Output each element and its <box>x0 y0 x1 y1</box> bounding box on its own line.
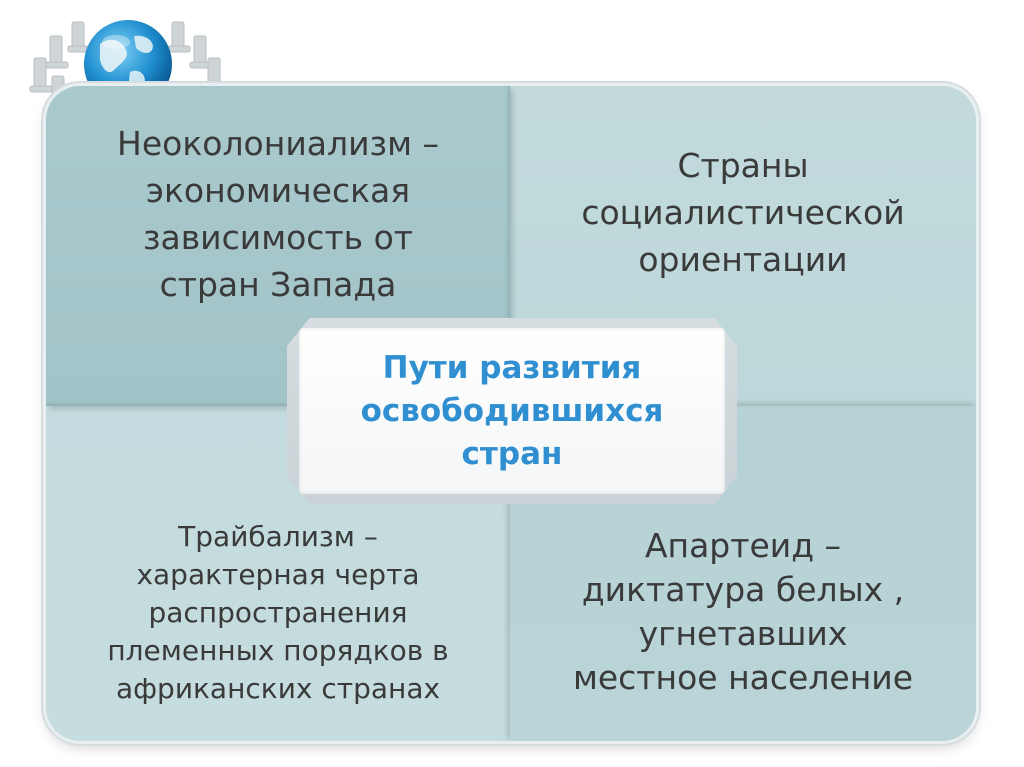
neocolonialism-text: Неоколониализм – экономическая зависимос… <box>117 124 439 304</box>
tribalism-text: Трайбализм – характерная черта распростр… <box>107 520 449 705</box>
center-title-inner: Пути развития освободившихся стран <box>299 328 725 494</box>
apartheid-text: Апартеид – диктатура белых , угнетавших … <box>572 526 914 697</box>
diagram-board: Неоколониализм – экономическая зависимос… <box>46 86 976 741</box>
socialist-orientation-text: Страны социалистической ориентации <box>581 146 905 279</box>
quadrant-top-left: Неоколониализм – экономическая зависимос… <box>46 86 510 406</box>
quadrant-bottom-right: Апартеид – диктатура белых , угнетавших … <box>510 406 976 741</box>
center-title: Пути развития освободившихся стран <box>360 349 664 472</box>
center-title-box: Пути развития освободившихся стран <box>287 318 737 504</box>
